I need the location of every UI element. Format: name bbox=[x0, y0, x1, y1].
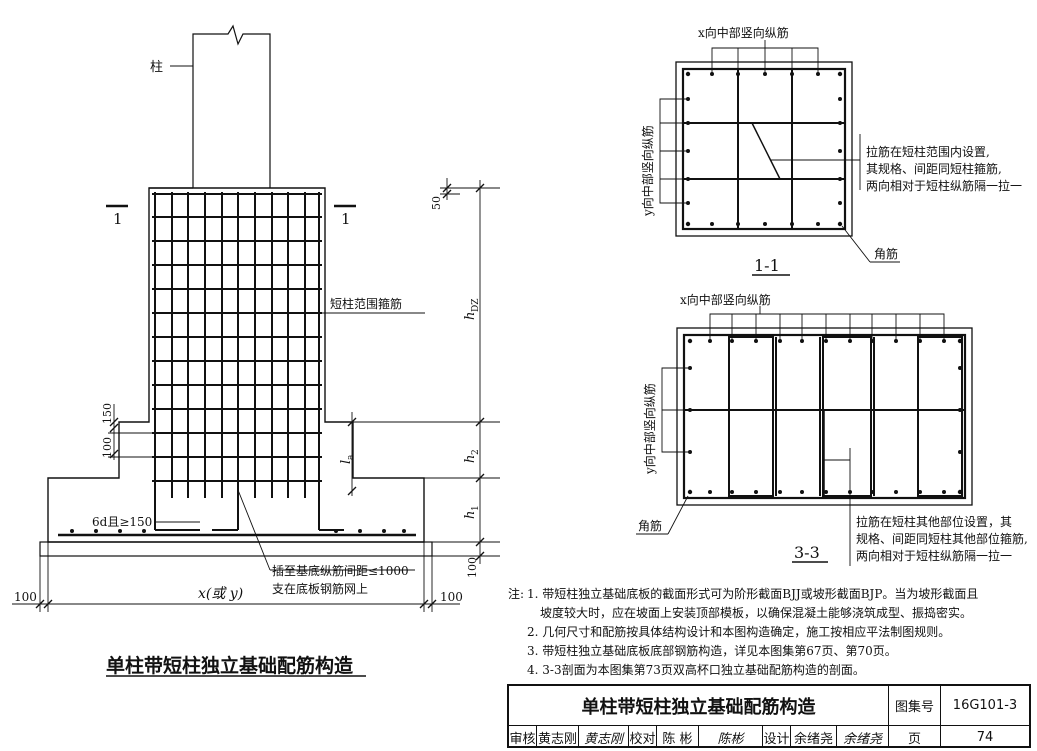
title-block: 单柱带短柱独立基础配筋构造 图集号 16G101-3 审核 黄志刚 黄志刚 校对… bbox=[507, 684, 1031, 748]
s11-tie-note-1: 拉筋在短柱范围内设置, bbox=[866, 144, 990, 159]
page-number: 74 bbox=[976, 729, 994, 745]
note-item-1b: 坡度较大时，应在坡面上安装顶部模板，以确保混凝土能够浇筑成型、振捣密实。 bbox=[540, 606, 973, 620]
design-signature: 余绪尧 bbox=[837, 726, 889, 748]
svg-text:2: 2 bbox=[471, 449, 481, 455]
check-name: 陈 彬 bbox=[657, 726, 699, 748]
drawing-main-title: 单柱带短柱独立基础配筋构造 bbox=[106, 655, 354, 677]
svg-text:DZ: DZ bbox=[471, 299, 481, 312]
dim-h2: h 2 bbox=[463, 449, 481, 463]
atlas-number: 16G101-3 bbox=[941, 686, 1029, 726]
design-name: 余绪尧 bbox=[791, 726, 837, 748]
svg-text:h: h bbox=[463, 455, 478, 463]
svg-text:l: l bbox=[339, 460, 354, 464]
section-label-right: 1 bbox=[341, 210, 351, 228]
section-1-1-labels: x向中部竖向纵筋 y向中部竖向纵筋 拉筋在短柱范围内设置, 其规格、间距同短柱箍… bbox=[640, 25, 1022, 275]
svg-text:1: 1 bbox=[471, 505, 481, 511]
note-item-4: 4. 3-3剖面为本图集第73页双高杯口独立基础配筋构造的剖面。 bbox=[527, 663, 865, 677]
note-item-1: 1. 带短柱独立基础底板的截面形式可为阶形截面BJJ或坡形截面BJP。当为坡形截… bbox=[527, 587, 979, 601]
s11-corner-bar: 角筋 bbox=[874, 246, 898, 261]
width-label: x(或 y) bbox=[198, 586, 243, 602]
review-signature: 黄志刚 bbox=[579, 726, 629, 748]
s11-y-label: y向中部竖向纵筋 bbox=[640, 125, 655, 217]
insert-note-1: 插至基底纵筋间距≤1000 bbox=[272, 563, 409, 578]
review-name: 黄志刚 bbox=[537, 726, 579, 748]
title-block-title: 单柱带短柱独立基础配筋构造 bbox=[509, 686, 889, 726]
dim-la: l a bbox=[339, 454, 356, 464]
section-3-3-view bbox=[636, 306, 973, 566]
page-label: 页 bbox=[889, 726, 941, 748]
s33-x-label: x向中部竖向纵筋 bbox=[680, 292, 771, 307]
dim-hdz: h DZ bbox=[463, 299, 481, 320]
section-1-1-view bbox=[659, 40, 900, 276]
dim-100-bottom: 100 bbox=[466, 557, 479, 578]
review-label: 审核 bbox=[509, 726, 537, 748]
section-3-3-labels: x向中部竖向纵筋 y向中部竖向纵筋 拉筋在短柱其他部位设置，其 规格、间距同短柱… bbox=[638, 292, 1028, 563]
s11-tie-note-3: 两向相对于短柱纵筋隔一拉一 bbox=[866, 178, 1022, 193]
svg-text:a: a bbox=[346, 454, 356, 460]
note-item-3: 3. 带短柱独立基础底板底部钢筋构造，详见本图集第67页、第70页。 bbox=[527, 644, 897, 658]
s11-x-label: x向中部竖向纵筋 bbox=[698, 25, 789, 40]
svg-text:h: h bbox=[463, 511, 478, 519]
elevation-view bbox=[12, 24, 500, 677]
bedding-pad bbox=[39, 541, 433, 557]
column-label: 柱 bbox=[150, 60, 163, 75]
s33-title: 3-3 bbox=[794, 543, 820, 562]
s33-tie-note-1: 拉筋在短柱其他部位设置，其 bbox=[856, 514, 1012, 529]
svg-text:h: h bbox=[463, 312, 478, 320]
section-label-left: 1 bbox=[113, 210, 123, 228]
check-signature: 陈彬 bbox=[699, 726, 763, 748]
check-label: 校对 bbox=[629, 726, 657, 748]
short-column-stirrup-label: 短柱范围箍筋 bbox=[330, 296, 402, 311]
design-label: 设计 bbox=[763, 726, 791, 748]
anchor-6d-label: 6d且≥150 bbox=[92, 515, 152, 529]
dim-100-right-edge: 100 bbox=[440, 590, 463, 604]
note-item-2: 2. 几何尺寸和配筋按具体结构设计和本图构造确定，施工按相应平法制图规则。 bbox=[527, 625, 951, 639]
s33-corner-bar: 角筋 bbox=[638, 518, 662, 533]
dim-h1: h 1 bbox=[463, 505, 481, 519]
insert-note-2: 支在底板钢筋网上 bbox=[272, 581, 368, 596]
elevation-labels: 柱 1 1 短柱范围箍筋 50 h DZ h 2 h 1 100 150 100… bbox=[14, 60, 481, 604]
atlas-label: 图集号 bbox=[889, 686, 941, 726]
s33-y-label: y向中部竖向纵筋 bbox=[642, 383, 657, 475]
dim-100-left: 100 bbox=[101, 437, 114, 458]
notes-prefix: 注: bbox=[508, 587, 525, 601]
dim-100-left-edge: 100 bbox=[14, 590, 37, 604]
s11-title: 1-1 bbox=[754, 256, 780, 275]
s33-tie-note-3: 两向相对于短柱纵筋隔一拉一 bbox=[856, 548, 1012, 563]
s11-tie-note-2: 其规格、间距同短柱箍筋, bbox=[866, 161, 1002, 176]
vertical-bars bbox=[154, 192, 320, 530]
dim-150: 150 bbox=[101, 403, 114, 424]
s33-tie-note-2: 规格、间距同短柱其他部位箍筋, bbox=[856, 531, 1028, 546]
column-outline bbox=[192, 24, 271, 188]
dim-50-top: 50 bbox=[430, 196, 443, 210]
